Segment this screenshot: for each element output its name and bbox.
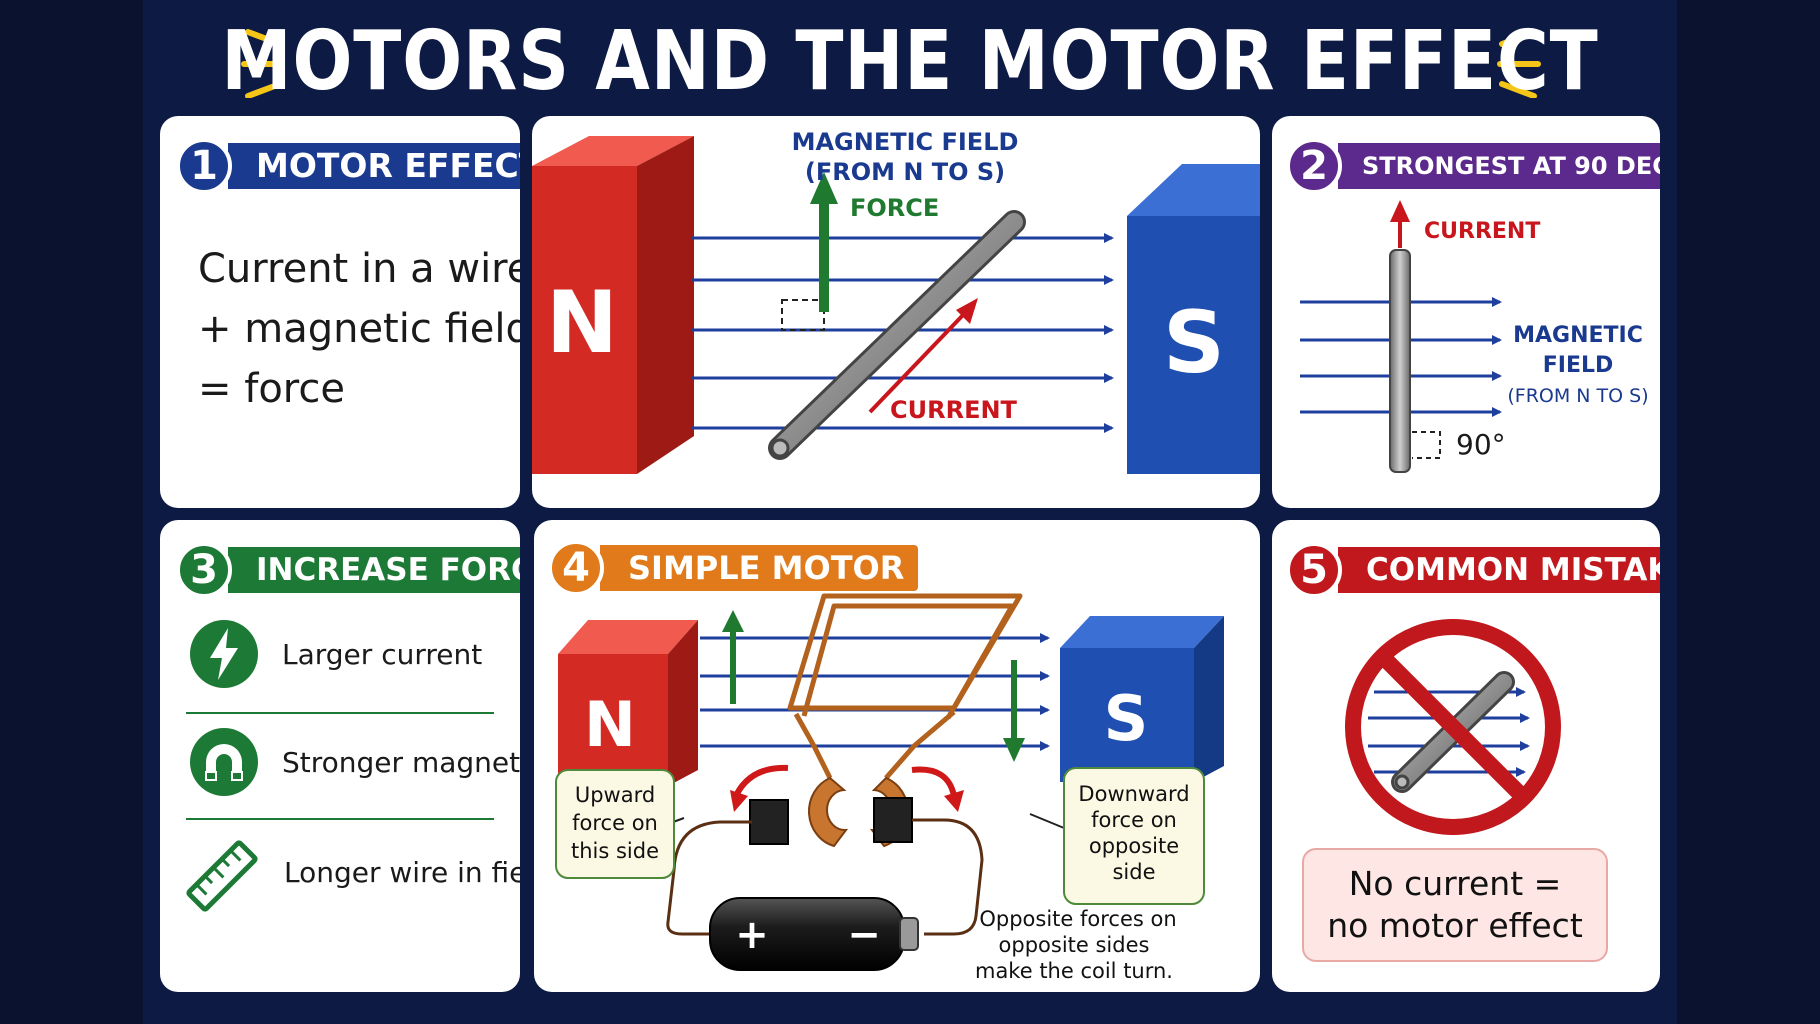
south-magnet: S	[1127, 164, 1260, 474]
panel-2-diagram: CURRENT MAGNETIC FIELD (FROM N TO S) 90°	[1300, 200, 1649, 473]
motor-north-label: N	[584, 688, 636, 761]
magnet-icon	[190, 728, 258, 796]
current-label: CURRENT	[890, 396, 1018, 424]
right-note-line-1: Downward	[1078, 782, 1189, 806]
south-label: S	[1163, 293, 1225, 393]
field-label-line-2: (FROM N TO S)	[805, 158, 1005, 186]
brush-right	[873, 797, 913, 843]
panel-2-angle-label: 90°	[1456, 428, 1506, 461]
page-title: MOTORS AND THE MOTOR EFFECT	[221, 14, 1599, 109]
field-label-line-1: MAGNETIC FIELD	[792, 128, 1019, 156]
battery-minus: −	[847, 912, 881, 958]
force-arrow	[810, 172, 838, 312]
panel-2-field-line-3: (FROM N TO S)	[1507, 385, 1648, 407]
title-spark-right-icon	[1497, 29, 1541, 98]
panel-4-number: 4	[548, 540, 604, 596]
panel-2-label: STRONGEST AT 90 DEGREES	[1338, 143, 1660, 189]
downward-force-note: Downward force on opposite side	[1063, 767, 1205, 905]
no-current-icon	[1345, 619, 1561, 835]
caption-line-3: make the coil turn.	[975, 959, 1173, 983]
battery-plus: +	[735, 912, 769, 958]
panel-main-diagram: N S FORCE CURR	[532, 116, 1260, 508]
divider-2	[186, 818, 494, 820]
panel-simple-motor: SIMPLE MOTOR 4 N S	[534, 520, 1260, 992]
panel-1-label: MOTOR EFFECT	[228, 143, 520, 189]
title-spark-left-icon	[241, 29, 285, 98]
panel-motor-effect: MOTOR EFFECT 1 Current in a wire + magne…	[160, 116, 520, 508]
motor-south-magnet: S	[1060, 616, 1224, 782]
panel-strongest-90: STRONGEST AT 90 DEGREES 2 CURRENT MAGNET…	[1272, 116, 1660, 508]
motor-north-magnet: N	[558, 620, 698, 786]
panel-increase-force: INCREASE FORCE 3 Larger current Stronger…	[160, 520, 520, 992]
left-note-line-2: force on	[572, 811, 658, 835]
right-angle-marker	[781, 299, 825, 331]
panel-2-number: 2	[1286, 138, 1342, 194]
motor-coil	[787, 593, 1023, 720]
increase-item-3-text: Longer wire in field	[284, 856, 520, 889]
no-current-note: No current = no motor effect	[1302, 848, 1608, 962]
simple-motor-diagram: N S	[555, 593, 1224, 983]
divider-1	[186, 712, 494, 714]
panel-2-wire-rod	[1389, 249, 1411, 473]
battery: + −	[709, 897, 919, 971]
panel-4-label: SIMPLE MOTOR	[600, 545, 919, 591]
main-diagram-svg: N S FORCE CURR	[532, 128, 1260, 474]
panel-2-right-angle	[1412, 431, 1441, 459]
panel-3-label: INCREASE FORCE	[228, 547, 520, 593]
north-label: N	[546, 273, 618, 373]
panel-2-field-line-2: FIELD	[1543, 353, 1614, 378]
panel-2-current-arrow	[1390, 200, 1410, 248]
right-note-line-2: force on	[1091, 808, 1177, 832]
rotation-arrow-right	[911, 766, 964, 812]
motor-field-lines	[700, 633, 1050, 751]
panel-3-number: 3	[176, 542, 232, 598]
panel-1-line-3: = force	[198, 366, 345, 412]
motor-down-arrow	[1003, 660, 1025, 762]
motor-up-arrow	[722, 610, 744, 704]
caption-line-1: Opposite forces on	[979, 907, 1176, 931]
motor-south-label: S	[1104, 682, 1149, 755]
panel-5-number: 5	[1286, 542, 1342, 598]
caption-line-2: opposite sides	[999, 933, 1150, 957]
ruler-icon	[186, 840, 258, 912]
brush-left	[749, 799, 789, 845]
left-note-line-1: Upward	[575, 783, 655, 807]
panel-1-line-1: Current in a wire	[198, 246, 520, 292]
upward-force-note: Upward force on this side	[555, 769, 675, 879]
note-line-2: no motor effect	[1327, 906, 1583, 945]
panel-5-label: COMMON MISTAKE	[1338, 547, 1660, 593]
note-line-1: No current =	[1348, 864, 1562, 903]
panel-2-current-label: CURRENT	[1424, 219, 1540, 244]
right-note-line-4: side	[1112, 860, 1155, 884]
current-arrow	[868, 298, 978, 414]
right-note-line-3: opposite	[1089, 834, 1179, 858]
panel-1-line-2: + magnetic field	[198, 306, 520, 352]
panel-1-number: 1	[176, 138, 232, 194]
panel-common-mistake: COMMON MISTAKE 5 No current = no motor e…	[1272, 520, 1660, 992]
panel-2-field-line-1: MAGNETIC	[1513, 323, 1643, 348]
rotation-arrow-left	[730, 764, 789, 812]
north-magnet: N	[532, 136, 694, 474]
increase-item-1-text: Larger current	[282, 638, 483, 671]
force-label: FORCE	[850, 194, 939, 222]
left-note-line-3: this side	[571, 839, 659, 863]
lightning-icon	[190, 620, 258, 688]
increase-item-2-text: Stronger magnet	[282, 746, 520, 779]
